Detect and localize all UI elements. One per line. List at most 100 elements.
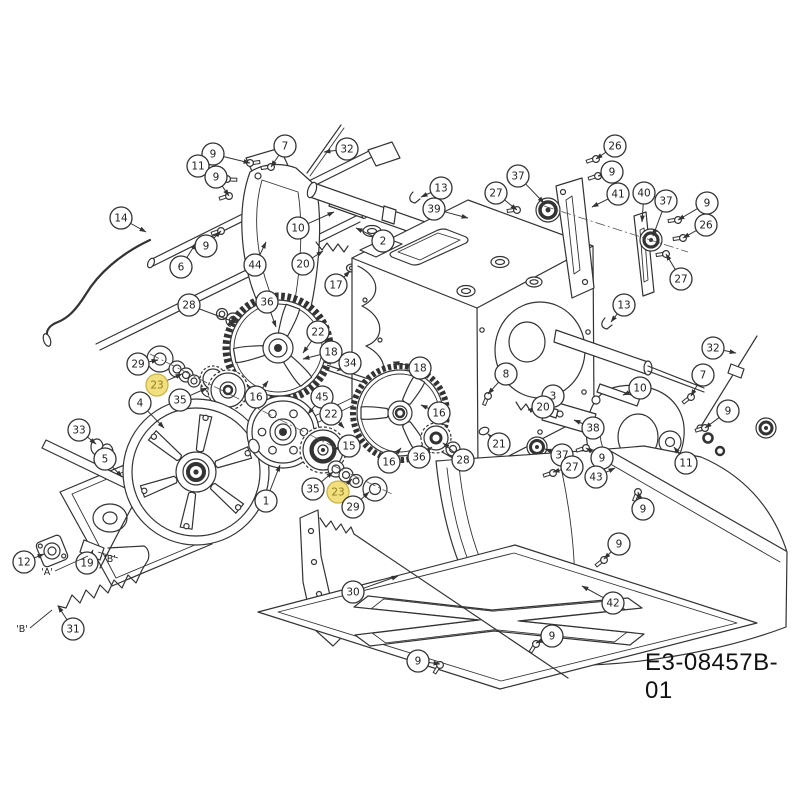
callout-45[interactable]: 45 (307, 385, 334, 415)
callout-4[interactable]: 4 (128, 391, 165, 429)
callout-label: 41 (611, 189, 624, 201)
callout-label: 21 (492, 439, 505, 451)
callout-11[interactable]: 11 (673, 446, 698, 475)
callout-26[interactable]: 26 (682, 213, 718, 239)
callout-label: 28 (456, 455, 469, 467)
callout-17[interactable]: 17 (324, 270, 351, 297)
callout-label: 31 (66, 624, 79, 636)
callout-22[interactable]: 22 (319, 402, 345, 429)
callout-label: 19 (80, 558, 93, 570)
callout-9[interactable]: 9 (631, 491, 655, 521)
callout-20[interactable]: 20 (291, 250, 324, 276)
callout-37[interactable]: 37 (506, 164, 545, 204)
callout-36[interactable]: 36 (255, 290, 279, 328)
callout-label: 11 (679, 458, 692, 470)
callout-16[interactable]: 16 (377, 447, 402, 474)
callout-10[interactable]: 10 (286, 211, 335, 240)
callout-38[interactable]: 38 (573, 416, 605, 440)
callout-9[interactable]: 9 (204, 165, 230, 197)
callout-22[interactable]: 22 (302, 320, 330, 354)
callout-label: 38 (586, 423, 599, 435)
callout-33[interactable]: 33 (67, 418, 97, 445)
callout-39[interactable]: 39 (422, 197, 469, 221)
callout-label: 16 (432, 408, 446, 420)
callout-9[interactable]: 9 (201, 142, 251, 166)
callout-28[interactable]: 28 (442, 442, 475, 472)
callout-12[interactable]: 12 (12, 550, 45, 574)
callout-36[interactable]: 36 (407, 445, 433, 469)
callout-18[interactable]: 18 (302, 340, 343, 364)
ref-label-A: 'A' (41, 555, 89, 578)
callout-32[interactable]: 32 (323, 137, 359, 161)
callout-label: 40 (637, 188, 650, 200)
callout-15[interactable]: 15 (333, 434, 361, 458)
callout-19[interactable]: 19 (75, 549, 99, 575)
callout-13[interactable]: 13 (420, 176, 453, 200)
callout-29[interactable]: 29 (341, 491, 370, 519)
callout-10[interactable]: 10 (622, 376, 652, 400)
callout-7[interactable]: 7 (690, 363, 715, 397)
diagram-code: E3-08457B-01 (645, 649, 779, 704)
callout-9[interactable]: 9 (535, 624, 564, 648)
callout-37[interactable]: 37 (652, 189, 678, 237)
callout-29[interactable]: 29 (126, 352, 159, 376)
callout-label: 9 (203, 241, 210, 253)
callout-5[interactable]: 5 (93, 447, 123, 478)
callout-1[interactable]: 1 (254, 464, 281, 513)
callout-23[interactable]: 23 (326, 478, 353, 504)
callout-label: 10 (291, 223, 304, 235)
callout-13[interactable]: 13 (610, 293, 636, 323)
callout-16[interactable]: 16 (244, 380, 269, 409)
friction-wheel-4 (122, 398, 270, 546)
callout-9[interactable]: 9 (704, 399, 740, 429)
callout-20[interactable]: 20 (527, 395, 555, 419)
callout-32[interactable]: 32 (701, 336, 737, 360)
callout-label: 42 (606, 598, 619, 610)
callout-label: 35 (173, 395, 186, 407)
callout-8[interactable]: 8 (487, 362, 518, 395)
callout-30[interactable]: 30 (341, 575, 399, 604)
callout-7[interactable]: 7 (270, 134, 297, 168)
callout-2[interactable]: 2 (355, 227, 395, 253)
callout-14[interactable]: 14 (109, 206, 147, 233)
svg-text:'A': 'A' (41, 567, 53, 578)
callout-9[interactable]: 9 (603, 532, 631, 560)
callout-40[interactable]: 40 (632, 181, 656, 223)
callout-41[interactable]: 41 (591, 182, 630, 208)
callout-27[interactable]: 27 (552, 455, 584, 479)
callout-label: 44 (248, 260, 262, 272)
callout-9[interactable]: 9 (194, 230, 222, 258)
callout-6[interactable]: 6 (169, 242, 197, 279)
callout-label: 18 (324, 347, 337, 359)
callout-28[interactable]: 28 (177, 293, 238, 324)
callout-26[interactable]: 26 (595, 134, 627, 160)
callout-42[interactable]: 42 (581, 585, 625, 615)
callout-9[interactable]: 9 (597, 160, 624, 184)
callout-43[interactable]: 43 (584, 465, 616, 489)
callout-label: 32 (340, 144, 353, 156)
callout-label: 29 (131, 359, 144, 371)
callout-label: 28 (182, 300, 195, 312)
flange-bearing-12 (35, 534, 105, 568)
chute-crank-rod (42, 124, 401, 347)
center-lines (149, 205, 689, 495)
callout-16[interactable]: 16 (420, 401, 451, 425)
callout-label: 9 (213, 172, 220, 184)
callout-35[interactable]: 35 (168, 387, 208, 412)
callout-34[interactable]: 34 (336, 351, 362, 375)
callout-35[interactable]: 35 (301, 471, 334, 501)
callout-label: 9 (415, 656, 422, 668)
callout-label: 27 (674, 274, 687, 286)
callout-9[interactable]: 9 (406, 649, 441, 673)
callout-label: 14 (114, 213, 128, 225)
callout-label: 18 (413, 363, 426, 375)
callout-31[interactable]: 31 (57, 605, 85, 641)
callout-27[interactable]: 27 (484, 181, 518, 211)
callout-44[interactable]: 44 (243, 241, 267, 277)
callout-label: 7 (700, 370, 707, 382)
callout-21[interactable]: 21 (487, 432, 511, 456)
callout-23[interactable]: 23 (145, 373, 183, 397)
callout-18[interactable]: 18 (392, 356, 432, 380)
callout-27[interactable]: 27 (665, 253, 693, 291)
